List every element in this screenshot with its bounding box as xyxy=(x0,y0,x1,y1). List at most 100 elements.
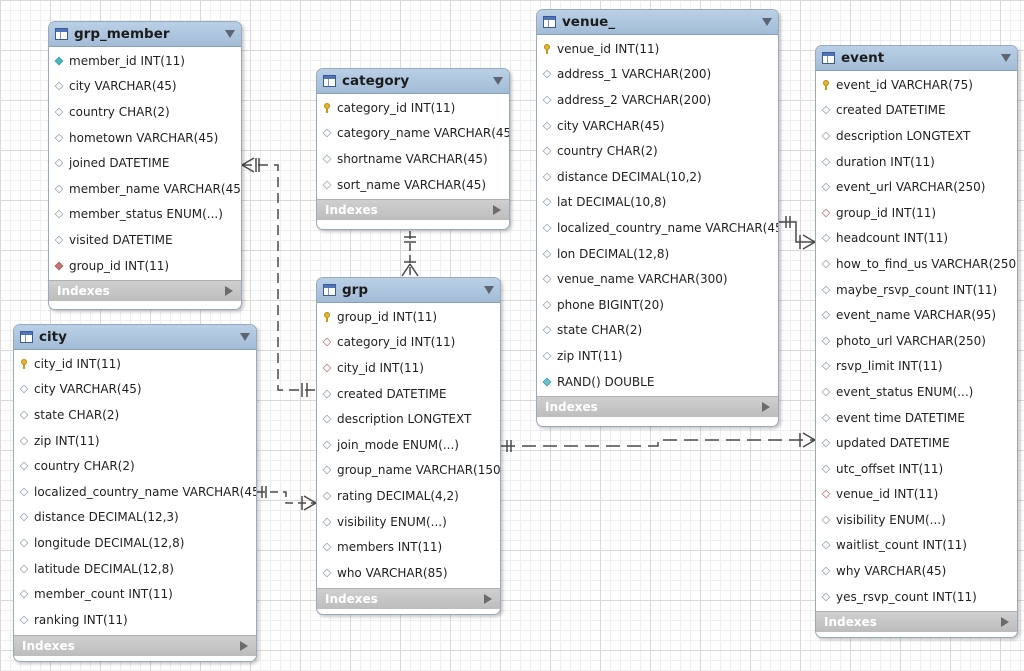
column-row[interactable]: lon DECIMAL(12,8) xyxy=(537,241,778,267)
column-row[interactable]: created DATETIME xyxy=(816,98,1017,124)
column-row[interactable]: country CHAR(2) xyxy=(49,99,241,125)
collapse-arrow-icon[interactable] xyxy=(762,18,772,26)
column-row[interactable]: localized_country_name VARCHAR(45) xyxy=(14,479,256,505)
column-row[interactable]: event_name VARCHAR(95) xyxy=(816,302,1017,328)
expand-arrow-icon[interactable] xyxy=(240,640,248,651)
column-row[interactable]: country CHAR(2) xyxy=(14,453,256,479)
column-row[interactable]: distance DECIMAL(12,3) xyxy=(14,505,256,531)
column-row[interactable]: event_id VARCHAR(75) xyxy=(816,72,1017,98)
column-row[interactable]: group_name VARCHAR(150) xyxy=(317,458,500,484)
column-row[interactable]: visited DATETIME xyxy=(49,227,241,253)
column-row[interactable]: longitude DECIMAL(12,8) xyxy=(14,530,256,556)
column-row[interactable]: RAND() DOUBLE xyxy=(537,369,778,395)
column-row[interactable]: created DATETIME xyxy=(317,381,500,407)
indexes-section[interactable]: Indexes xyxy=(317,587,500,609)
collapse-arrow-icon[interactable] xyxy=(493,77,503,85)
column-row[interactable]: join_mode ENUM(...) xyxy=(317,432,500,458)
column-row[interactable]: zip INT(11) xyxy=(537,343,778,369)
column-row[interactable]: shortname VARCHAR(45) xyxy=(317,146,509,172)
column-row[interactable]: address_2 VARCHAR(200) xyxy=(537,87,778,113)
column-row[interactable]: state CHAR(2) xyxy=(14,402,256,428)
column-row[interactable]: zip INT(11) xyxy=(14,428,256,454)
column-row[interactable]: event_status ENUM(...) xyxy=(816,379,1017,405)
column-row[interactable]: member_id INT(11) xyxy=(49,48,241,74)
column-row[interactable]: city VARCHAR(45) xyxy=(14,377,256,403)
column-row[interactable]: distance DECIMAL(10,2) xyxy=(537,164,778,190)
column-row[interactable]: phone BIGINT(20) xyxy=(537,292,778,318)
column-row[interactable]: address_1 VARCHAR(200) xyxy=(537,62,778,88)
table-header[interactable]: city xyxy=(14,325,256,350)
column-row[interactable]: description LONGTEXT xyxy=(816,123,1017,149)
column-row[interactable]: rating DECIMAL(4,2) xyxy=(317,483,500,509)
column-row[interactable]: members INT(11) xyxy=(317,534,500,560)
collapse-arrow-icon[interactable] xyxy=(240,333,250,341)
column-row[interactable]: member_status ENUM(...) xyxy=(49,202,241,228)
collapse-arrow-icon[interactable] xyxy=(225,30,235,38)
column-row[interactable]: how_to_find_us VARCHAR(250) xyxy=(816,251,1017,277)
column-row[interactable]: group_id INT(11) xyxy=(317,304,500,330)
column-row[interactable]: duration INT(11) xyxy=(816,149,1017,175)
collapse-arrow-icon[interactable] xyxy=(1001,54,1011,62)
indexes-section[interactable]: Indexes xyxy=(537,396,778,418)
column-row[interactable]: event time DATETIME xyxy=(816,405,1017,431)
column-row[interactable]: city VARCHAR(45) xyxy=(537,113,778,139)
table-grp[interactable]: grp group_id INT(11)category_id INT(11)c… xyxy=(316,277,501,615)
column-row[interactable]: state CHAR(2) xyxy=(537,318,778,344)
column-row[interactable]: latitude DECIMAL(12,8) xyxy=(14,556,256,582)
column-row[interactable]: venue_id INT(11) xyxy=(537,36,778,62)
indexes-section[interactable]: Indexes xyxy=(317,199,509,221)
table-header[interactable]: venue_ xyxy=(537,10,778,35)
column-row[interactable]: maybe_rsvp_count INT(11) xyxy=(816,277,1017,303)
column-row[interactable]: visibility ENUM(...) xyxy=(816,507,1017,533)
column-row[interactable]: venue_name VARCHAR(300) xyxy=(537,266,778,292)
column-row[interactable]: event_url VARCHAR(250) xyxy=(816,174,1017,200)
column-row[interactable]: category_id INT(11) xyxy=(317,95,509,121)
table-category[interactable]: category category_id INT(11)category_nam… xyxy=(316,68,510,230)
expand-arrow-icon[interactable] xyxy=(225,286,233,297)
column-row[interactable]: country CHAR(2) xyxy=(537,138,778,164)
column-row[interactable]: sort_name VARCHAR(45) xyxy=(317,172,509,198)
column-row[interactable]: member_name VARCHAR(45) xyxy=(49,176,241,202)
table-grp-member[interactable]: grp_member member_id INT(11)city VARCHAR… xyxy=(48,21,242,310)
column-row[interactable]: hometown VARCHAR(45) xyxy=(49,125,241,151)
column-row[interactable]: rsvp_limit INT(11) xyxy=(816,354,1017,380)
column-row[interactable]: visibility ENUM(...) xyxy=(317,509,500,535)
column-row[interactable]: updated DATETIME xyxy=(816,430,1017,456)
table-header[interactable]: category xyxy=(317,69,509,94)
column-row[interactable]: joined DATETIME xyxy=(49,150,241,176)
indexes-section[interactable]: Indexes xyxy=(14,634,256,656)
column-row[interactable]: utc_offset INT(11) xyxy=(816,456,1017,482)
expand-arrow-icon[interactable] xyxy=(762,402,770,413)
column-row[interactable]: photo_url VARCHAR(250) xyxy=(816,328,1017,354)
expand-arrow-icon[interactable] xyxy=(493,205,501,216)
column-row[interactable]: lat DECIMAL(10,8) xyxy=(537,190,778,216)
collapse-arrow-icon[interactable] xyxy=(484,286,494,294)
column-row[interactable]: description LONGTEXT xyxy=(317,406,500,432)
column-row[interactable]: city_id INT(11) xyxy=(317,355,500,381)
expand-arrow-icon[interactable] xyxy=(1001,617,1009,628)
indexes-section[interactable]: Indexes xyxy=(49,280,241,302)
table-city[interactable]: city city_id INT(11)city VARCHAR(45)stat… xyxy=(13,324,257,662)
column-row[interactable]: group_id INT(11) xyxy=(49,253,241,279)
column-row[interactable]: headcount INT(11) xyxy=(816,226,1017,252)
table-header[interactable]: event xyxy=(816,46,1017,71)
column-row[interactable]: localized_country_name VARCHAR(45) xyxy=(537,215,778,241)
column-row[interactable]: category_name VARCHAR(45) xyxy=(317,121,509,147)
table-venue[interactable]: venue_ venue_id INT(11)address_1 VARCHAR… xyxy=(536,9,779,427)
table-event[interactable]: event event_id VARCHAR(75)created DATETI… xyxy=(815,45,1018,638)
column-row[interactable]: why VARCHAR(45) xyxy=(816,558,1017,584)
indexes-section[interactable]: Indexes xyxy=(816,611,1017,633)
column-row[interactable]: member_count INT(11) xyxy=(14,581,256,607)
column-row[interactable]: category_id INT(11) xyxy=(317,330,500,356)
column-row[interactable]: who VARCHAR(85) xyxy=(317,560,500,586)
column-row[interactable]: ranking INT(11) xyxy=(14,607,256,633)
column-row[interactable]: venue_id INT(11) xyxy=(816,482,1017,508)
column-row[interactable]: city VARCHAR(45) xyxy=(49,74,241,100)
table-header[interactable]: grp_member xyxy=(49,22,241,47)
column-row[interactable]: city_id INT(11) xyxy=(14,351,256,377)
expand-arrow-icon[interactable] xyxy=(484,593,492,604)
column-row[interactable]: yes_rsvp_count INT(11) xyxy=(816,584,1017,610)
table-header[interactable]: grp xyxy=(317,278,500,303)
column-row[interactable]: group_id INT(11) xyxy=(816,200,1017,226)
column-row[interactable]: waitlist_count INT(11) xyxy=(816,533,1017,559)
